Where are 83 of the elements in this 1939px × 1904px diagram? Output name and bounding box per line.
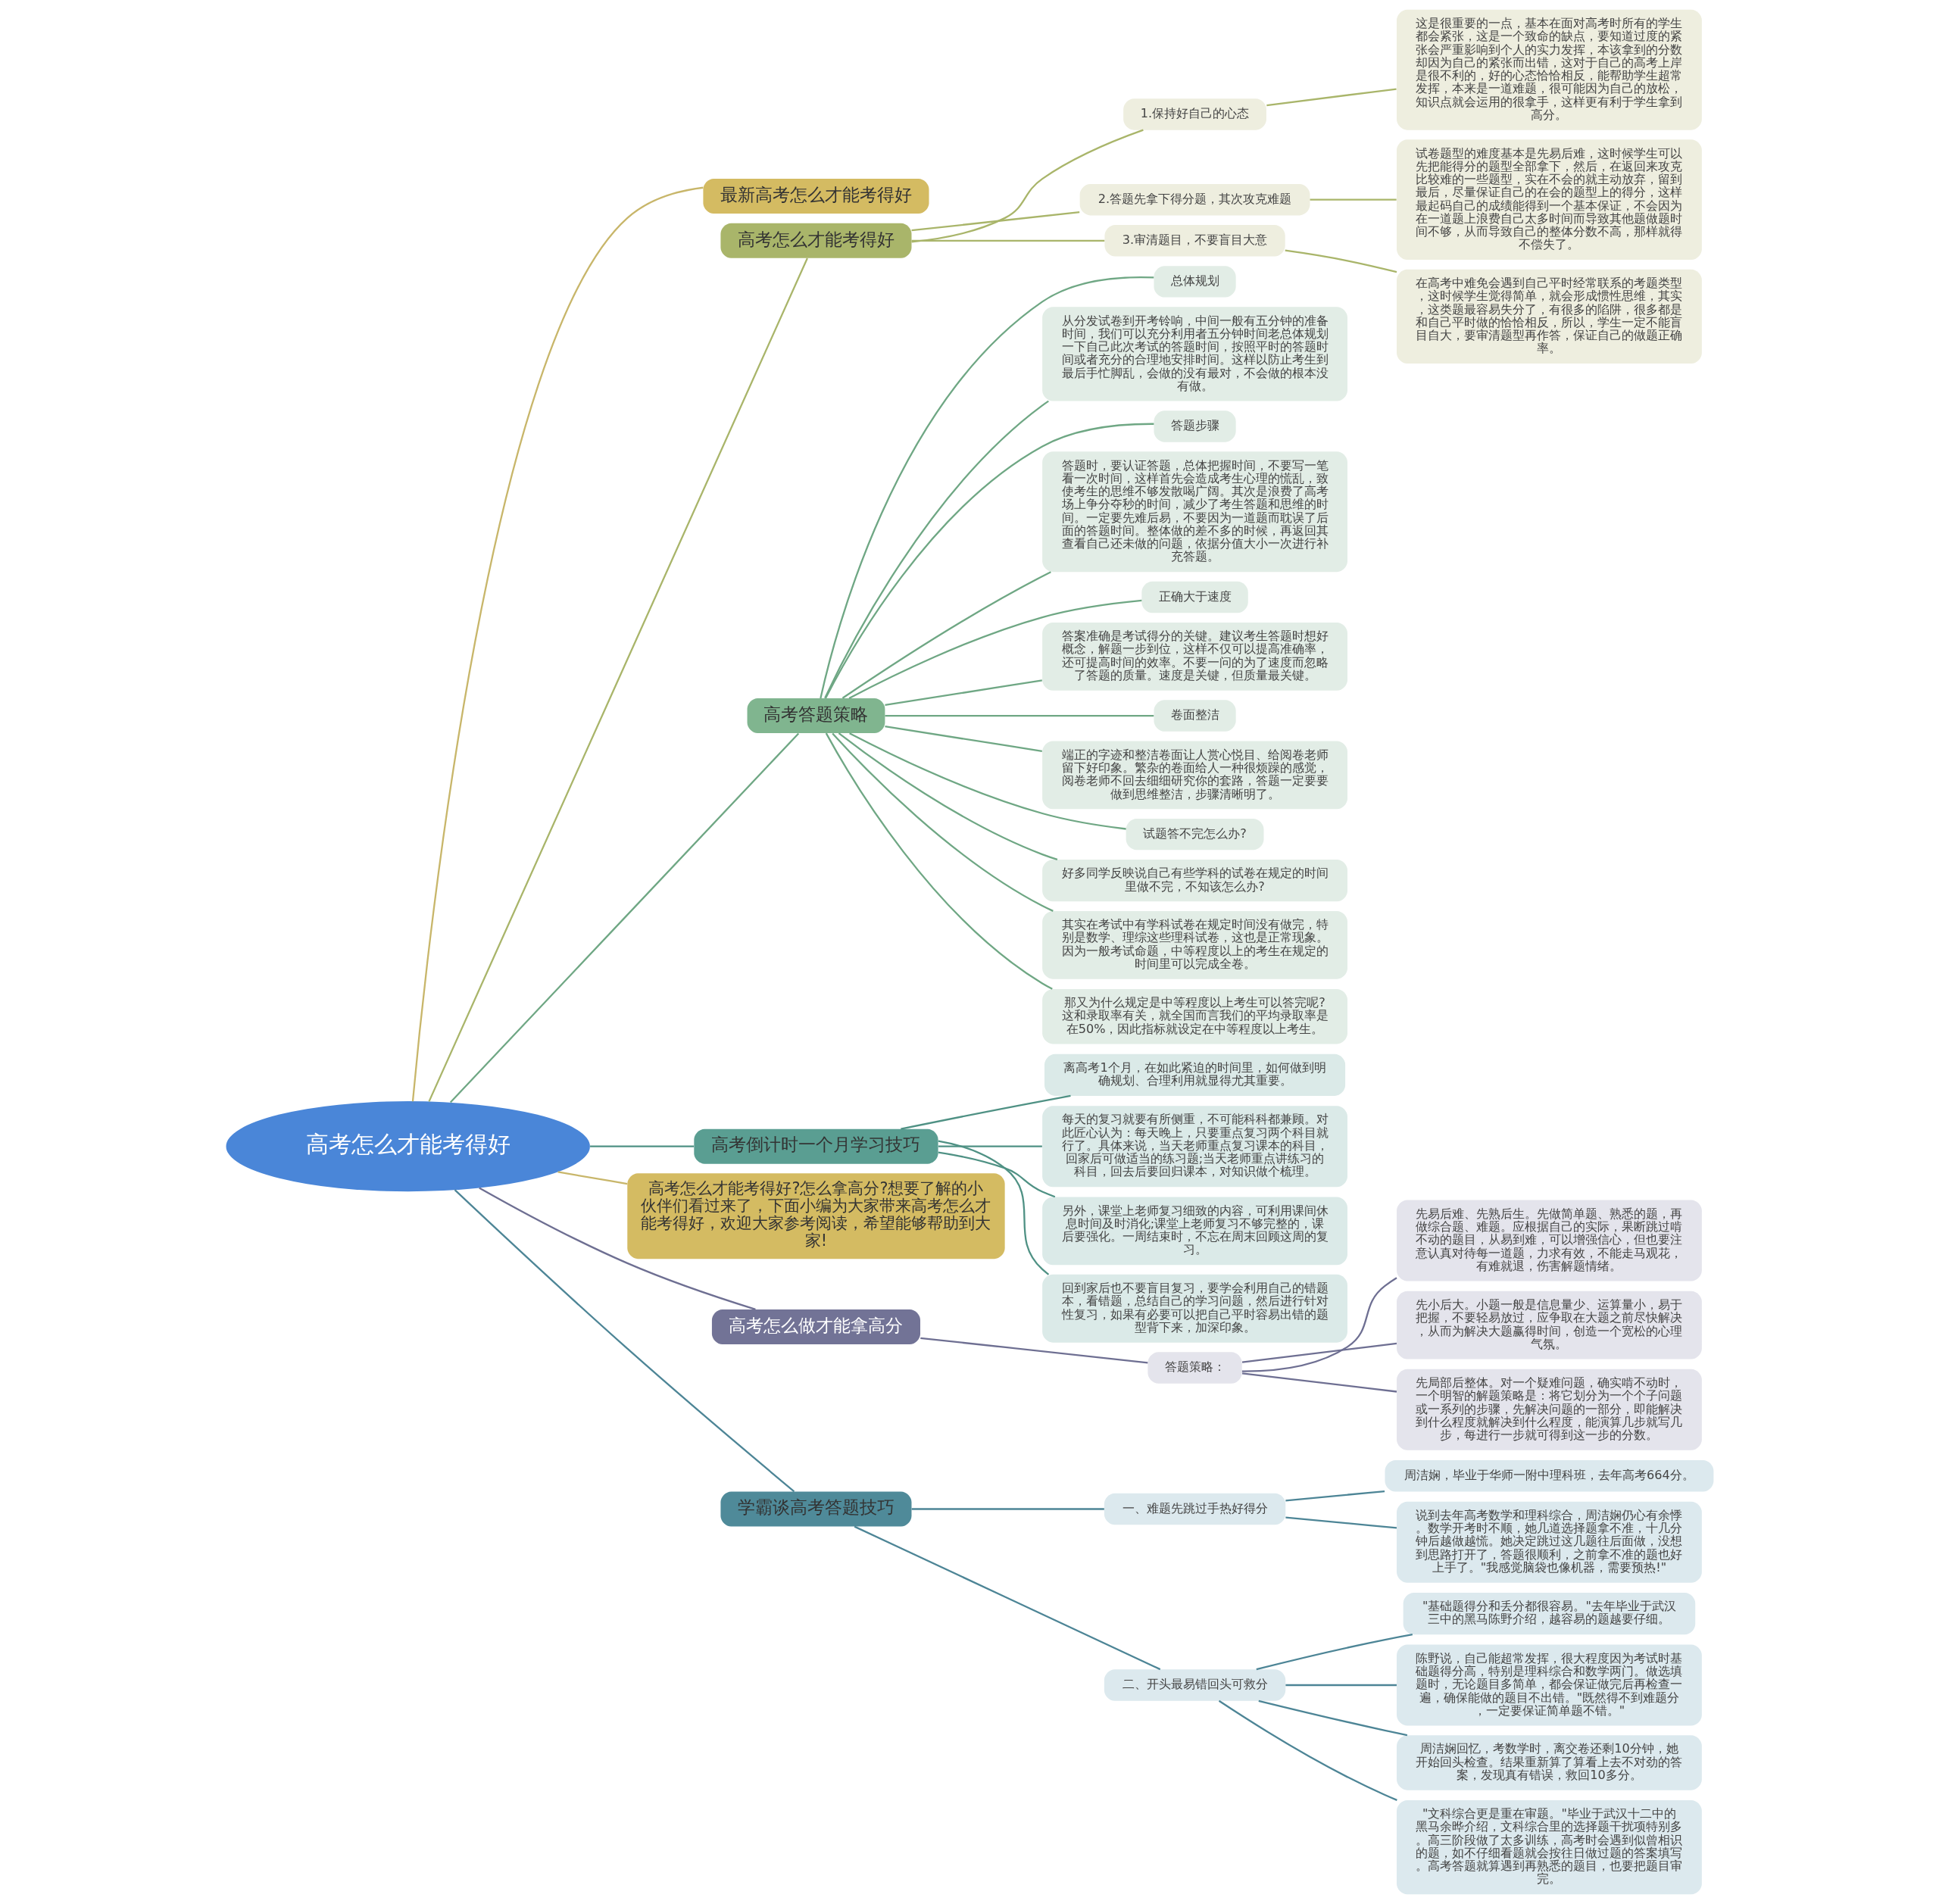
node-box: 说到去年高考数学和理科综合，周洁娴仍心有余悸。数学开考时不顺，她几道选择题拿不准，十几分钟后越做越慌。她决定跳过这几题往后面做，没想到思路打开了，答题很顺利，之前拿不准的题也好上手了。"我感觉脑袋也像机器，需要预热!" <box>1396 1501 1702 1583</box>
node-box: 答题时，要认证答题，总体把握时间，不要写一笔看一次时间，这样首先会造成考生心理的慌乱，致使考生的思维不够发散喝广阔。其次是浪费了高考场上争分夺秒的时间，减少了考生答题和思维的时间。一定要先难后易，不要因为一道题而耽误了后面的答题时间。整体做的差不多的时候，再返回其查看自己还未做的问题，依据分值大小一次进行补充答题。 <box>1041 451 1347 573</box>
connector <box>825 732 1053 990</box>
node-box: 周洁娴回忆，考数学时，离交卷还剩10分钟，她开始回头检查。结果重新算了算看上去不对劲的答案，发现真有错误，救回10多分。 <box>1396 1735 1702 1790</box>
connector <box>848 732 1126 830</box>
node-box: 端正的字迹和整洁卷面让人赏心悦目、给阅卷老师留下好印象。繁杂的卷面给人一种很烦躁的感觉，阅卷老师不回去细细研究你的套路，答题一定要要做到思维整洁，步骤清晰明了。 <box>1041 741 1347 810</box>
connector <box>885 714 1154 717</box>
connector <box>884 679 1042 707</box>
node-box: 周洁娴，毕业于华师一附中理科班，去年高考664分。 <box>1385 1460 1713 1492</box>
connector <box>449 732 799 1103</box>
connector <box>910 211 1079 232</box>
node-box: 每天的复习就要有所侧重，不可能科科都兼顾。对此匠心认为：每天晚上，只要重点复习两个科目就行了。具体来说，当天老师重点复习课本的科目，回家后可做适当的练习题;当天老师重点讲练习的科目，回去后要回归课本，对知识做个梳理。 <box>1041 1106 1347 1188</box>
node-box: 回到家后也不要盲目复习，要学会利用自己的错题本，看错题，总结自己的学习问题，然后进行针对性复习，如果有必要可以把自己平时容易出错的题型背下来，加深印象。 <box>1041 1274 1347 1343</box>
node-box: 最新高考怎么才能考得好 <box>702 179 929 214</box>
node-box: 其实在考试中有学科试卷在规定时间没有做完，特别是数学、理综这些理科试卷，这也是正常现象。因为一般考试命题，中等程度以上的考生在规定的时间里可以完成全卷。 <box>1041 910 1347 979</box>
node-ellipse: 高考怎么才能考得好 <box>226 1101 590 1192</box>
connector <box>557 1171 627 1185</box>
node-box: 在高考中难免会遇到自己平时经常联系的考题类型，这时候学生觉得简单，就会形成惯性思维，其实，这类题最容易失分了，有很多的陷阱，很多都是和自己平时做的恰恰相反，所以，学生一定不能盲目自大，要审清题型再作答，保证自己的做题正确率。 <box>1396 269 1702 364</box>
connector <box>1241 1342 1397 1363</box>
connector <box>819 276 1154 699</box>
node-box: 卷面整洁 <box>1153 700 1236 732</box>
node-box: 学霸谈高考答题技巧 <box>720 1491 911 1527</box>
node-box: 另外，课堂上老师复习细致的内容，可利用课间休息时间及时消化;课堂上老师复习不够完整的，课后要强化。一周结束时，不忘在周末回顾这周的复习。 <box>1041 1197 1347 1266</box>
node-box: 答题策略： <box>1147 1352 1242 1384</box>
connector <box>1258 1700 1407 1737</box>
node-box: 答案准确是考试得分的关键。建议考生答题时想好概念，解题一步到位，这样不仅可以提高准确率，还可提高时间的效率。不要一问的为了速度而忽略了答题的质量。速度是关键，但质量最关键。 <box>1041 622 1347 691</box>
connector <box>1266 88 1397 107</box>
node-box: 高考怎么才能考得好?怎么拿高分?想要了解的小伙伴们看过来了，下面小编为大家带来高考怎么才能考得好，欢迎大家参考阅读，希望能够帮助到大家! <box>626 1173 1005 1259</box>
connector <box>841 571 1051 699</box>
connector <box>911 239 1104 242</box>
connector <box>454 1189 795 1493</box>
connector <box>427 258 808 1102</box>
connector <box>1241 1372 1397 1393</box>
node-box: 3.审清题目，不要盲目大意 <box>1104 225 1285 257</box>
connector <box>938 1145 1042 1147</box>
node-box: 答题步骤 <box>1153 410 1236 442</box>
node-box: 陈野说，自己能超常发挥，很大程度因为考试时基础题得分高，特别是理科综合和数学两门。做选填题时，无论题目多简单，都会保证做完后再检查一遍，确保能做的题目不出错。"既然得不到难题分，一定要保证简单题不错。" <box>1396 1644 1702 1726</box>
node-box: 这是很重要的一点，基本在面对高考时所有的学生都会紧张，这是一个致命的缺点，要知道过度的紧张会严重影响到个人的实力发挥，本该拿到的分数却因为自己的紧张而出错，这对于自己的高考上岸是很不利的，好的心态恰恰相反，能帮助学生超常发挥，本来是一道难题，很可能因为自己的放松，知识点就会运用的很拿手，这样更有利于学生拿到高分。 <box>1396 9 1702 130</box>
connector <box>1218 1700 1397 1801</box>
connector <box>1285 1684 1397 1687</box>
node-box: 总体规划 <box>1153 266 1236 298</box>
node-box: 1.保持好自己的心态 <box>1122 98 1266 130</box>
connector <box>900 1094 1071 1130</box>
connector <box>1285 1490 1385 1502</box>
connector <box>589 1145 694 1147</box>
connector <box>884 726 1042 752</box>
node-box: 先局部后整体。对一个疑难问题，确实啃不动时，一个明智的解题策略是：将它划分为一个个子问题或一系列的步骤，先解决问题的一部分，即能解决到什么程度就解决到什么程度，能演算几步就写几步，每进行一步就可得到这一步的分数。 <box>1396 1369 1702 1450</box>
node-box: 高考答题策略 <box>747 698 885 734</box>
node-box: "文科综合更是重在审题。"毕业于武汉十二中的黑马余晔介绍，文科综合里的选择题干扰项特别多。高三阶段做了太多训练，高考时会遇到似曾相识的题，如不仔细看题就会按往日做过题的答案填写。高考答题就算遇到再熟悉的题目，也要把题目审完。 <box>1396 1799 1702 1895</box>
node-box: 离高考1个月，在如此紧迫的时间里，如何做到明确规划、合理利用就显得尤其重要。 <box>1044 1053 1345 1096</box>
node-box: 试题答不完怎么办? <box>1126 818 1263 851</box>
connector <box>823 400 1049 699</box>
node-box: 好多同学反映说自己有些学科的试卷在规定的时间里做不完，不知该怎么办? <box>1041 860 1347 902</box>
node-box: 一、难题先跳过手热好得分 <box>1104 1493 1285 1525</box>
connector <box>838 732 1057 860</box>
node-box: 2.答题先拿下得分题，其次攻克难题 <box>1079 184 1310 216</box>
node-box: 试卷题型的难度基本是先易后难，这时候学生可以先把能得分的题型全部拿下，然后，在返回来攻克比较难的一些题型，实在不会的就主动放弃，留到最后，尽量保证自己的在会的题型上的得分，这样最起码自己的成绩能得到一个基本保证，不会因为在一道题上浪费自己太多时间而导致其他题做题时间不够，从而导致自己的整体分数不高，那样就得不偿失了。 <box>1396 139 1702 261</box>
node-box: 先易后难、先熟后生。先做简单题、熟悉的题，再做综合题、难题。应根据自己的实际，果断跳过啃不动的题目，从易到难，可以增强信心，但也要注意认真对待每一道题，力求有效，不能走马观花，有难就退，伤害解题情绪。 <box>1396 1200 1702 1281</box>
connector <box>854 1525 1160 1671</box>
node-box: 高考怎么做才能拿高分 <box>711 1309 920 1344</box>
connector <box>1241 1277 1397 1372</box>
connector <box>938 1151 1055 1198</box>
node-box: 正确大于速度 <box>1141 581 1248 613</box>
connector <box>478 1187 756 1310</box>
connector <box>910 129 1144 243</box>
connector <box>831 732 1054 912</box>
connector <box>920 1337 1147 1364</box>
connector <box>1285 1516 1397 1529</box>
node-box: 高考倒计时一个月学习技巧 <box>693 1128 938 1164</box>
connector <box>411 186 703 1102</box>
connector <box>1256 1634 1413 1671</box>
node-box: 从分发试卷到开考铃响，中间一般有五分钟的准备时间，我们可以充分利用者五分钟时间老总体规划一下自己此次考试的答题时间，按照平时的答题时间或者充分的合理地安排时间。这样以防止考生到最后手忙脚乱，会做的没有最对，不会做的根本没有做。 <box>1041 307 1347 401</box>
node-box: 那又为什么规定是中等程度以上考生可以答完呢?这和录取率有关，就全国而言我们的平均录取率是在50%，因此指标就设定在中等程度以上考生。 <box>1041 988 1347 1044</box>
node-box: 高考怎么才能考得好 <box>720 223 911 258</box>
node-box: 二、开头最易错回头可救分 <box>1104 1669 1285 1701</box>
node-box: "基础题得分和丢分都很容易。"去年毕业于武汉三中的黑马陈野介绍，越容易的题越要仔细。 <box>1403 1592 1695 1635</box>
connector <box>1310 198 1397 201</box>
connector <box>911 1508 1104 1510</box>
connector <box>824 423 1154 699</box>
node-box: 先小后大。小题一般是信息量少、运算量小，易于把握，不要轻易放过，应争取在大题之前尽快解决，从而为解决大题赢得时间，创造一个宽松的心理气氛。 <box>1396 1291 1702 1359</box>
connector <box>938 1140 1049 1275</box>
connector <box>1285 249 1397 273</box>
connector <box>848 599 1141 699</box>
